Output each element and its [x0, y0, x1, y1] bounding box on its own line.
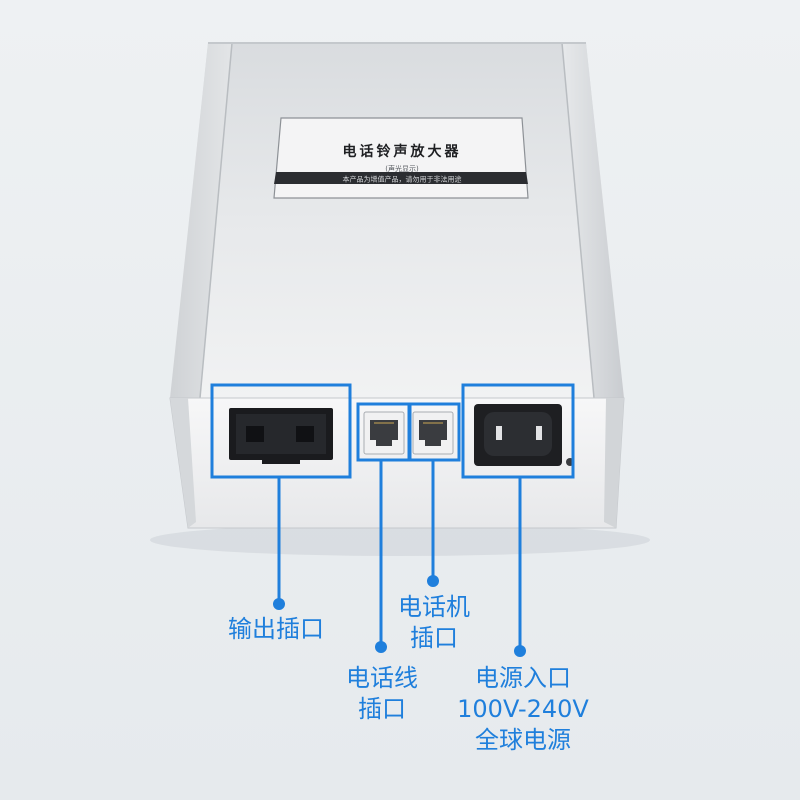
power-inlet — [474, 404, 574, 466]
device-shadow — [150, 524, 650, 556]
label-subtitle: (声光显示) — [385, 164, 419, 173]
line-jack-label-line1: 电话线 — [346, 664, 418, 692]
output-jack — [229, 408, 333, 464]
phone-jack — [412, 411, 454, 455]
power-inlet-label-line1: 电源入口 — [475, 664, 571, 692]
device-top — [170, 42, 624, 399]
phone-jack-callout: 电话机 插口 — [386, 592, 482, 654]
line-jack-callout: 电话线 插口 — [334, 663, 430, 725]
output-jack-label: 输出插口 — [228, 615, 324, 643]
output-jack-highlight — [210, 383, 352, 479]
power-inlet-highlight — [461, 383, 575, 479]
power-inlet-callout: 电源入口 100V-240V 全球电源 — [448, 663, 598, 756]
product-label — [273, 117, 529, 199]
leader-lines — [277, 460, 522, 650]
output-jack-callout: 输出插口 — [214, 614, 338, 645]
power-inlet-label-line3: 全球电源 — [475, 726, 571, 754]
phone-jack-label-line1: 电话机 — [398, 593, 470, 621]
label-title: 电话铃声放大器 — [343, 143, 462, 160]
power-inlet-label-line2: 100V-240V — [457, 695, 589, 723]
phone-jack-label-line2: 插口 — [410, 624, 458, 652]
label-strip-text: 本产品为增值产品，请勿用于非法用途 — [343, 175, 462, 184]
line-jack — [363, 411, 405, 455]
highlight-boxes — [210, 383, 575, 479]
leader-dots — [273, 575, 526, 657]
line-jack-label-line2: 插口 — [358, 695, 406, 723]
